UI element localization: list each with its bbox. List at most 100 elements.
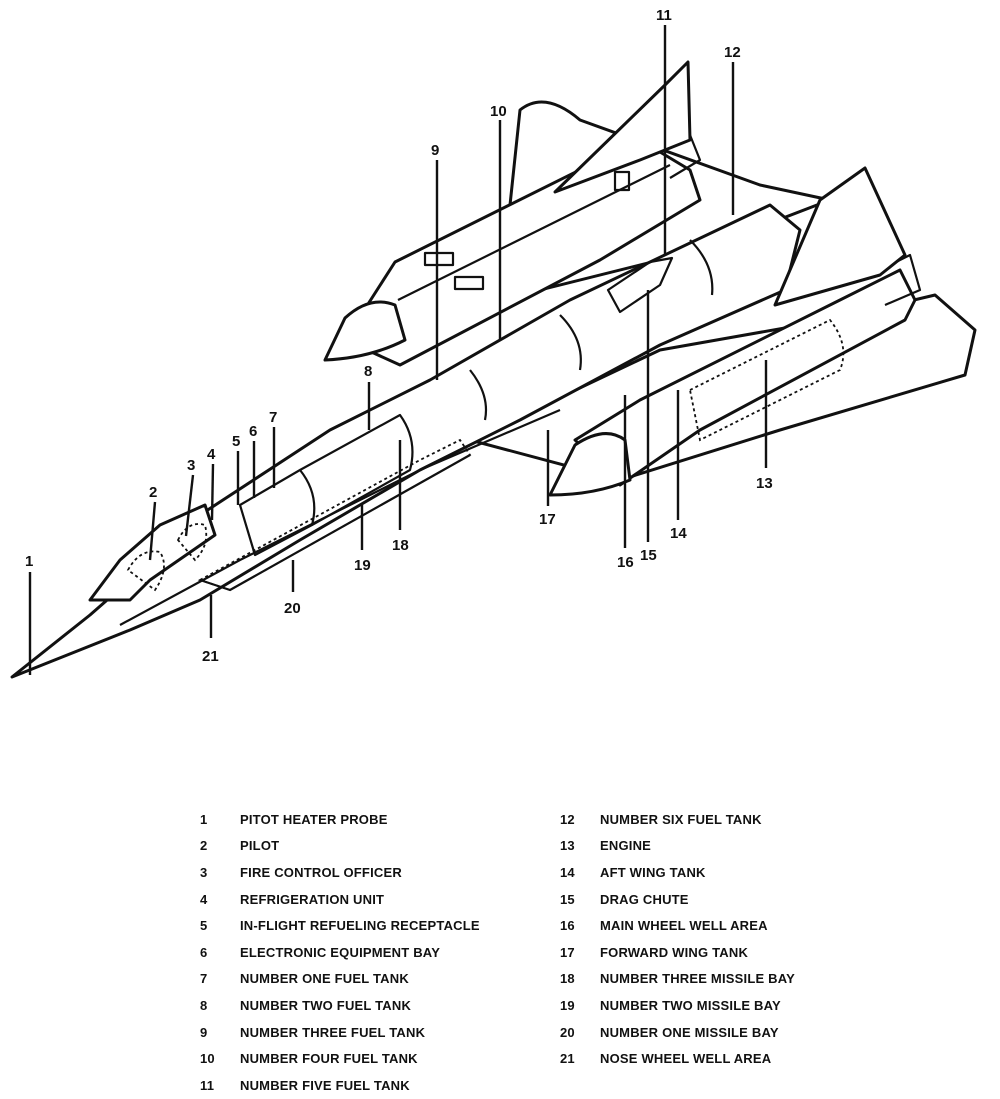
legend-item: 6 ELECTRONIC EQUIPMENT BAY	[200, 939, 480, 966]
far-tail-fin	[553, 60, 692, 194]
legend-label: FIRE CONTROL OFFICER	[240, 864, 402, 880]
drag-chute-housing	[606, 256, 674, 314]
legend-item: 1 PITOT HEATER PROBE	[200, 806, 480, 833]
legend-number: 21	[560, 1051, 575, 1067]
legend-item: 11 NUMBER FIVE FUEL TANK	[200, 1072, 480, 1099]
callout-2: 2	[149, 484, 157, 501]
legend-item: 19 NUMBER TWO MISSILE BAY	[560, 992, 795, 1019]
legend-item: 3 FIRE CONTROL OFFICER	[200, 859, 480, 886]
leader-lines	[28, 25, 768, 675]
callout-8: 8	[364, 363, 372, 380]
legend-label: NUMBER THREE FUEL TANK	[240, 1024, 426, 1040]
legend-number: 11	[200, 1077, 215, 1093]
callout-18: 18	[392, 537, 409, 554]
legend-number: 7	[200, 971, 208, 987]
legend-item: 15 DRAG CHUTE	[560, 886, 795, 913]
legend-number: 17	[560, 944, 575, 960]
legend-label: NOSE WHEEL WELL AREA	[600, 1051, 772, 1067]
fuselage-tank-ring-3	[689, 239, 714, 296]
legend-label: NUMBER TWO MISSILE BAY	[600, 997, 781, 1013]
callout-16: 16	[617, 554, 634, 571]
legend-number: 19	[560, 997, 575, 1013]
callout-11: 11	[656, 7, 672, 24]
legend-label: NUMBER FOUR FUEL TANK	[240, 1051, 418, 1067]
legend-number: 9	[200, 1024, 208, 1040]
far-nacelle-seam	[397, 164, 671, 301]
legend-number: 6	[200, 944, 208, 960]
legend-number: 1	[200, 811, 208, 827]
engine-cutaway	[688, 318, 845, 442]
legend-number: 10	[200, 1051, 215, 1067]
callout-1: 1	[25, 553, 33, 570]
legend-item: 5 IN-FLIGHT REFUELING RECEPTACLE	[200, 912, 480, 939]
legend-label: ELECTRONIC EQUIPMENT BAY	[240, 944, 441, 960]
callout-15: 15	[640, 547, 657, 564]
legend-number: 20	[560, 1024, 575, 1040]
legend-item: 14 AFT WING TANK	[560, 859, 795, 886]
legend-number: 14	[560, 864, 575, 880]
legend-label: NUMBER SIX FUEL TANK	[600, 811, 762, 827]
far-nacelle-hatch-c	[613, 170, 631, 192]
legend-number: 2	[200, 838, 208, 854]
legend-label: FORWARD WING TANK	[600, 944, 749, 960]
legend-item: 17 FORWARD WING TANK	[560, 939, 795, 966]
legend-item: 21 NOSE WHEEL WELL AREA	[560, 1045, 795, 1072]
callout-20: 20	[284, 600, 301, 617]
legend-label: IN-FLIGHT REFUELING RECEPTACLE	[240, 918, 480, 934]
fuselage-tank-ring-1	[469, 369, 488, 421]
legend-number: 18	[560, 971, 575, 987]
callout-5: 5	[232, 433, 240, 450]
legend-label: NUMBER FIVE FUEL TANK	[240, 1077, 410, 1093]
callout-19: 19	[354, 557, 371, 574]
legend-item: 7 NUMBER ONE FUEL TANK	[200, 966, 480, 993]
legend-item: 12 NUMBER SIX FUEL TANK	[560, 806, 795, 833]
legend-number: 13	[560, 838, 575, 854]
callout-3: 3	[187, 457, 195, 474]
legend-number: 4	[200, 891, 208, 907]
near-tail-fin	[773, 166, 907, 307]
legend-number: 12	[560, 811, 575, 827]
legend-item: 2 PILOT	[200, 833, 480, 860]
legend-item: 9 NUMBER THREE FUEL TANK	[200, 1019, 480, 1046]
callout-17: 17	[539, 511, 556, 528]
far-nacelle-hatch-b	[453, 275, 485, 291]
legend-label: AFT WING TANK	[600, 864, 706, 880]
callout-13: 13	[756, 475, 773, 492]
callout-4: 4	[207, 446, 216, 463]
callout-9: 9	[431, 142, 439, 159]
legend-label: MAIN WHEEL WELL AREA	[600, 918, 768, 934]
legend-column-left: 1 PITOT HEATER PROBE 2 PILOT 3 FIRE CONTROL…	[200, 806, 480, 1099]
legend-item: 13 ENGINE	[560, 833, 795, 860]
callout-10: 10	[490, 103, 507, 120]
legend-label: DRAG CHUTE	[600, 891, 689, 907]
canopy	[88, 503, 217, 602]
fuselage-tank-ring-2	[559, 314, 582, 371]
legend-number: 8	[200, 997, 208, 1013]
callout-6: 6	[249, 423, 257, 440]
legend-label: PILOT	[240, 838, 280, 854]
legend-label: REFRIGERATION UNIT	[240, 891, 385, 907]
legend-number: 3	[200, 864, 208, 880]
fco-figure	[176, 523, 208, 562]
legend-number: 5	[200, 918, 208, 934]
legend-label: ENGINE	[600, 838, 652, 854]
legend-item: 16 MAIN WHEEL WELL AREA	[560, 912, 795, 939]
legend-label: NUMBER TWO FUEL TANK	[240, 997, 412, 1013]
near-spike	[548, 432, 632, 497]
aircraft-cutaway-diagram: 1 2 3 4 5 6 7 8 9 10 11 12 13 14 15 16 1…	[10, 7, 977, 679]
callout-7: 7	[269, 409, 277, 426]
far-nacelle-hatch-a	[423, 251, 455, 267]
legend-number: 16	[560, 918, 575, 934]
legend-number: 15	[560, 891, 575, 907]
near-nacelle	[573, 268, 917, 487]
callout-14: 14	[670, 525, 687, 542]
legend-label: NUMBER ONE FUEL TANK	[240, 971, 409, 987]
legend-item: 10 NUMBER FOUR FUEL TANK	[200, 1045, 480, 1072]
legend-item: 8 NUMBER TWO FUEL TANK	[200, 992, 480, 1019]
legend-column-right: 12 NUMBER SIX FUEL TANK 13 ENGINE 14 AFT WI…	[560, 806, 795, 1072]
legend-label: PITOT HEATER PROBE	[240, 811, 388, 827]
callout-12: 12	[724, 44, 741, 61]
missile-bay-floor	[199, 454, 471, 592]
legend-item: 4 REFRIGERATION UNIT	[200, 886, 480, 913]
